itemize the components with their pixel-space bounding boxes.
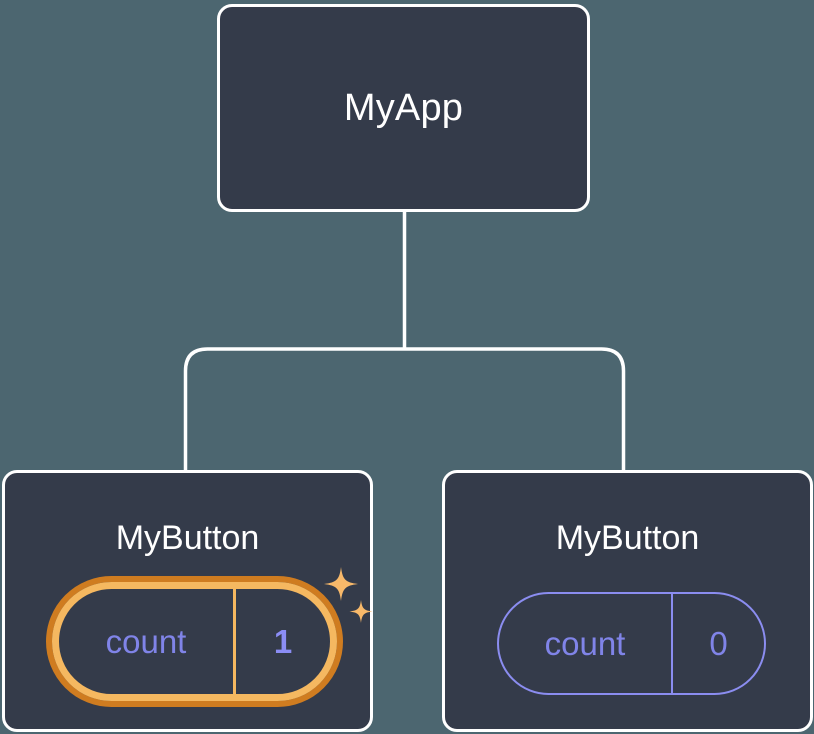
state-value: 0 — [709, 625, 728, 662]
node-myapp-label: MyApp — [343, 87, 464, 129]
node-mybutton-plain[interactable]: MyButton count 0 — [442, 470, 813, 732]
sparkle-star-large — [324, 567, 358, 601]
state-pill-highlighted[interactable]: count 1 — [46, 576, 343, 707]
connector-bracket — [183, 347, 626, 471]
state-key: count — [59, 589, 236, 694]
node-mybutton-label: MyButton — [555, 519, 700, 557]
node-mybutton-highlighted[interactable]: MyButton count 1 — [2, 470, 373, 732]
state-value: 1 — [273, 623, 293, 660]
state-pill-inner-ring: count 1 — [52, 582, 337, 701]
state-pill-plain[interactable]: count 0 — [497, 592, 766, 695]
node-myapp[interactable]: MyApp — [217, 4, 590, 212]
state-key: count — [499, 594, 673, 693]
sparkle-star-small — [349, 600, 373, 623]
node-mybutton-label: MyButton — [115, 519, 260, 557]
